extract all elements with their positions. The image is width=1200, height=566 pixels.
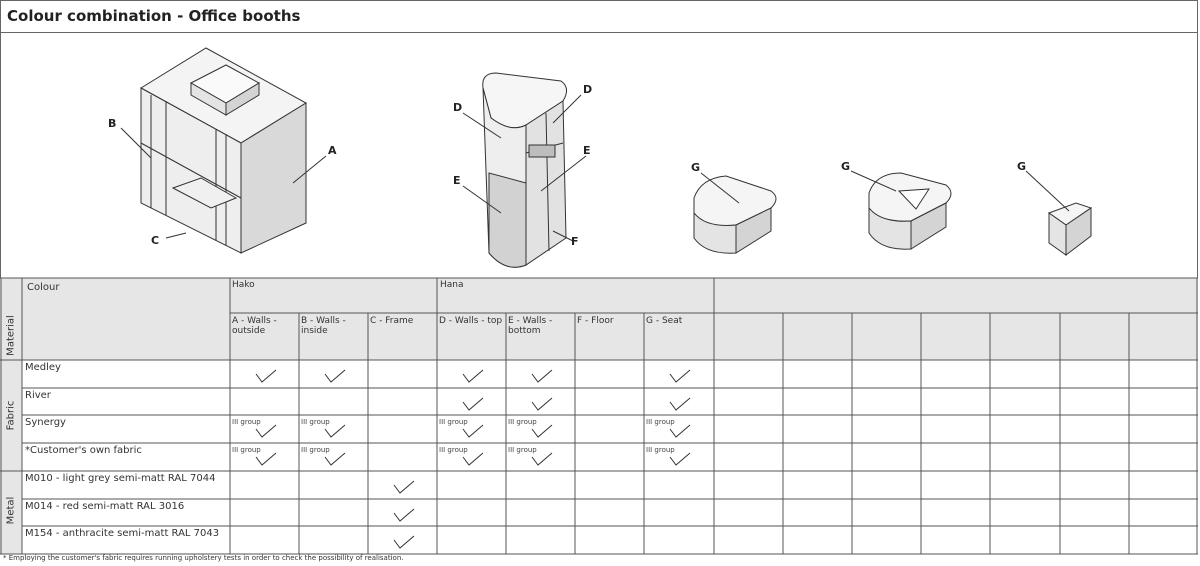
check-icon — [324, 369, 346, 383]
page-title: Colour combination - Office booths — [7, 7, 301, 25]
row-label: M014 - red semi-matt RAL 3016 — [25, 501, 185, 512]
check-icon — [324, 424, 346, 438]
hako-booth-drawing — [140, 47, 307, 254]
check-icon — [531, 424, 553, 438]
group-note: III group — [646, 446, 675, 454]
group-header-hana: Hana — [440, 280, 464, 290]
section-label-metal: Metal — [5, 496, 17, 525]
group-note: III group — [646, 418, 675, 426]
group-header-hako: Hako — [232, 280, 255, 290]
colour-header: Colour — [27, 282, 60, 293]
check-icon — [462, 397, 484, 411]
column-header: B - Walls - inside — [301, 316, 346, 336]
section-label-fabric: Fabric — [5, 400, 17, 431]
column-header: G - Seat — [646, 316, 683, 326]
label-a: A — [328, 144, 337, 157]
check-icon — [669, 397, 691, 411]
check-icon — [393, 508, 415, 522]
extra-header-background — [714, 278, 1198, 313]
row-label: *Customer's own fabric — [25, 445, 142, 456]
page-title-bar: Colour combination - Office booths — [0, 0, 1198, 33]
group-note: III group — [508, 418, 537, 426]
material-label: Material — [5, 315, 17, 356]
check-icon — [669, 452, 691, 466]
label-b: B — [108, 117, 116, 130]
group-note: III group — [301, 446, 330, 454]
hana-booth-drawing — [482, 72, 567, 268]
check-icon — [669, 424, 691, 438]
group-note: III group — [232, 418, 261, 426]
footnote: * Employing the customer's fabric requir… — [3, 554, 404, 562]
booth-drawings: B C A D D E E F G G G — [108, 47, 1093, 268]
row-label: River — [25, 390, 51, 401]
check-icon — [531, 452, 553, 466]
label-g-2: G — [841, 160, 850, 173]
check-icon — [393, 480, 415, 494]
column-header: E - Walls - bottom — [508, 316, 553, 336]
check-icon — [393, 535, 415, 549]
group-note: III group — [508, 446, 537, 454]
label-d-right: D — [583, 83, 592, 96]
row-label: M154 - anthracite semi-matt RAL 7043 — [25, 528, 220, 539]
check-icon — [462, 424, 484, 438]
row-label: Synergy — [25, 417, 66, 428]
check-icon — [531, 397, 553, 411]
label-e-right: E — [583, 144, 591, 157]
check-icon — [255, 369, 277, 383]
group-note: III group — [232, 446, 261, 454]
row-label: M010 - light grey semi-matt RAL 7044 — [25, 473, 216, 484]
label-e-left: E — [453, 174, 461, 187]
column-header: F - Floor — [577, 316, 614, 326]
check-icon — [669, 369, 691, 383]
column-header: D - Walls - top — [439, 316, 503, 326]
label-d-left: D — [453, 101, 462, 114]
check-icon — [462, 452, 484, 466]
section-label-background — [0, 360, 22, 554]
label-g-1: G — [691, 161, 700, 174]
column-header: C - Frame — [370, 316, 414, 326]
seat-drawings — [693, 172, 1093, 257]
label-c: C — [151, 234, 159, 247]
product-illustrations: B C A D D E E F G G G — [0, 33, 1198, 278]
check-icon — [255, 424, 277, 438]
check-icon — [531, 369, 553, 383]
column-header: A - Walls - outside — [232, 316, 277, 336]
label-f: F — [571, 235, 579, 248]
check-icon — [462, 369, 484, 383]
row-label: Medley — [25, 362, 61, 373]
check-icon — [255, 452, 277, 466]
group-note: III group — [439, 418, 468, 426]
label-g-3: G — [1017, 160, 1026, 173]
group-note: III group — [301, 418, 330, 426]
group-note: III group — [439, 446, 468, 454]
check-icon — [324, 452, 346, 466]
